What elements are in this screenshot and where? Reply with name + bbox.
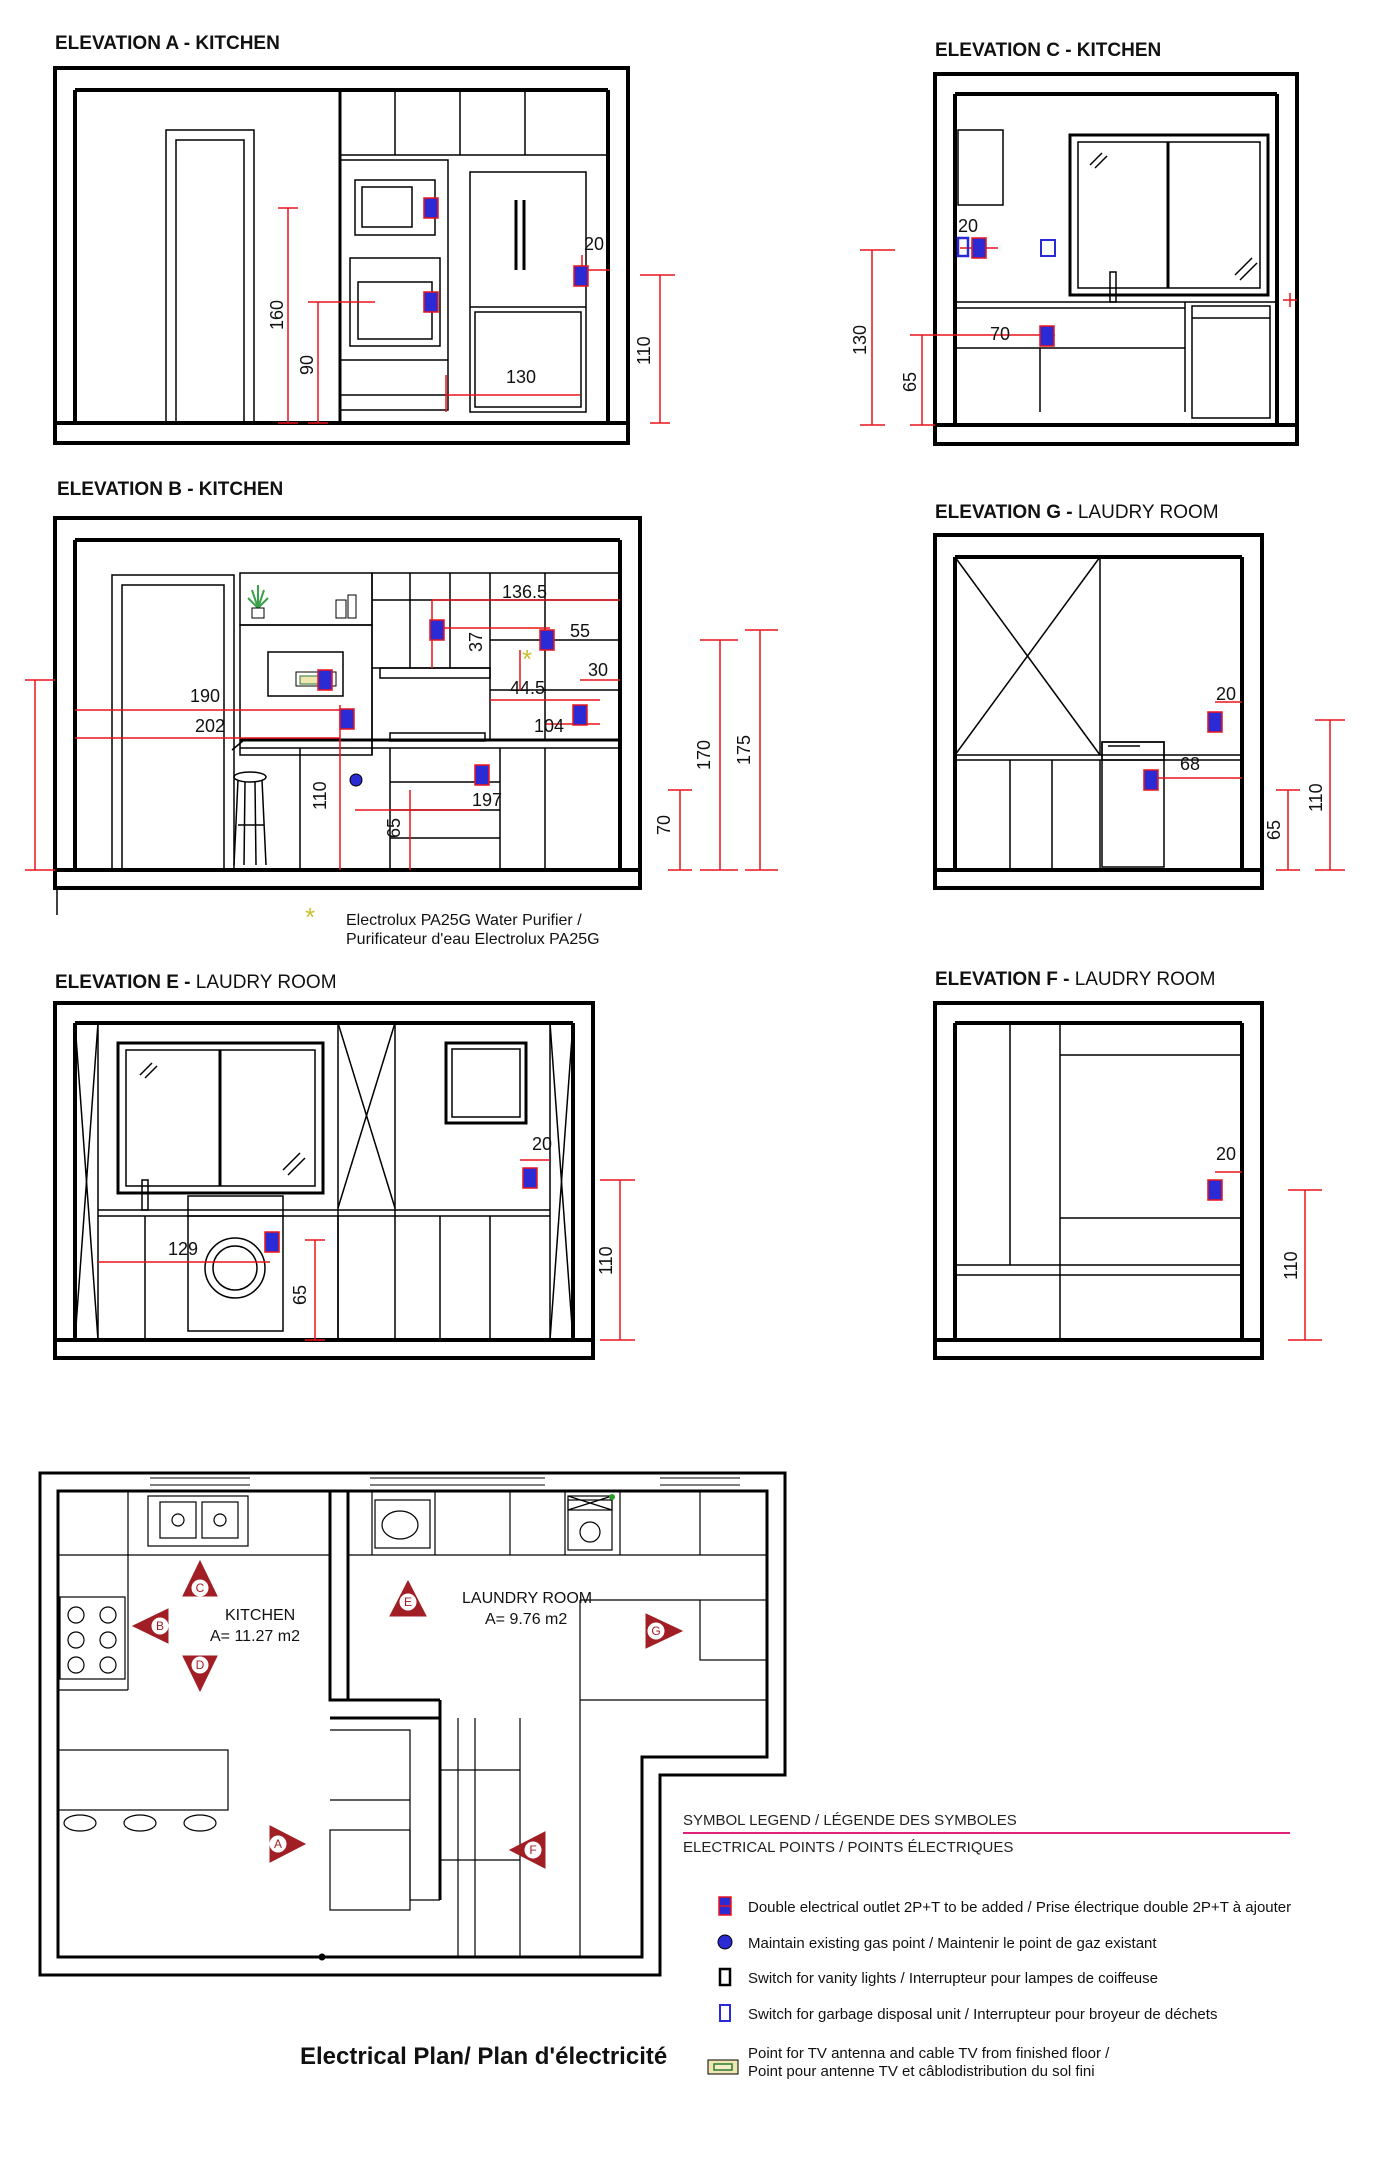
dim-b-70: 70 [654, 815, 674, 835]
dim-b-65: 65 [384, 818, 404, 838]
gas-point-icon [349, 773, 363, 787]
symbol-legend: SYMBOL LEGEND / LÉGENDE DES SYMBOLES ELE… [683, 1812, 1291, 2080]
note-star-icon: * [305, 902, 315, 932]
purifier-note-line1: Electrolux PA25G Water Purifier / [346, 912, 582, 929]
elevation-c: ELEVATION C - KITCHEN [850, 40, 1299, 446]
elevation-a-title: ELEVATION A - KITCHEN [55, 33, 280, 54]
kitchen-area: A= 11.27 m2 [210, 1628, 300, 1645]
dim-b-30: 30 [588, 660, 608, 680]
elevation-b-title: ELEVATION B - KITCHEN [57, 479, 283, 500]
dim-a-20: 20 [584, 234, 604, 254]
svg-text:G: G [651, 1624, 660, 1638]
elevation-g-title: ELEVATION G - LAUDRY ROOM [935, 502, 1219, 523]
dim-c-130: 130 [850, 325, 870, 355]
dim-c-20: 20 [958, 216, 978, 236]
dim-b-175: 175 [734, 735, 754, 765]
dim-b-136-5: 136.5 [502, 582, 547, 602]
kitchen-label: KITCHEN [225, 1607, 295, 1624]
dim-b-190: 190 [190, 686, 220, 706]
plan-caption: Electrical Plan/ Plan d'électricité [300, 2043, 667, 2070]
dim-e-20: 20 [532, 1134, 552, 1154]
elevation-g: ELEVATION G - LAUDRY ROOM [933, 502, 1345, 890]
purifier-note-line2: Purificateur d'eau Electrolux PA25G [346, 931, 600, 948]
legend-heading: SYMBOL LEGEND / LÉGENDE DES SYMBOLES [683, 1812, 1017, 1829]
svg-text:F: F [529, 1843, 536, 1857]
svg-text:A: A [274, 1837, 282, 1851]
dim-g-68: 68 [1180, 754, 1200, 774]
dim-b-104: 104 [534, 716, 564, 736]
dim-b-197: 197 [472, 790, 502, 810]
dim-g-20: 20 [1216, 684, 1236, 704]
dim-e-65: 65 [290, 1285, 310, 1305]
elevation-e-title: ELEVATION E - LAUDRY ROOM [55, 972, 337, 993]
dim-a-160: 160 [267, 300, 287, 330]
elevation-f-title: ELEVATION F - LAUDRY ROOM [935, 969, 1215, 990]
elevation-a: ELEVATION A - KITCHEN [53, 33, 675, 445]
dim-b-44-5: 44.5 [510, 678, 545, 698]
dim-b-170: 170 [694, 740, 714, 770]
elevation-f: ELEVATION F - LAUDRY ROOM 20 110 [933, 969, 1322, 1360]
legend-item-gas: Maintain existing gas point / Maintenir … [748, 1935, 1157, 1952]
dim-g-65: 65 [1264, 820, 1284, 840]
legend-item-disposal: Switch for garbage disposal unit / Inter… [748, 2006, 1217, 2023]
dim-g-110: 110 [1306, 783, 1326, 812]
legend-item-vanity: Switch for vanity lights / Interrupteur … [748, 1970, 1158, 1987]
purifier-star-icon: * [522, 644, 532, 674]
dim-a-90: 90 [297, 355, 317, 375]
floor-plan: C B D A E G F KITCHEN A= 11.27 m2 LAUNDR… [38, 1471, 787, 2070]
legend-item-outlet: Double electrical outlet 2P+T to be adde… [748, 1899, 1291, 1916]
legend-item-tv-line2: Point pour antenne TV et câblodistributi… [748, 2063, 1095, 2080]
laundry-area: A= 9.76 m2 [485, 1611, 567, 1628]
gas-point-legend-icon [717, 1934, 733, 1950]
laundry-label: LAUNDRY ROOM [462, 1590, 592, 1607]
plant-icon [247, 585, 269, 609]
disposal-switch-icon [719, 2004, 731, 2022]
svg-text:B: B [156, 1619, 164, 1633]
dim-b-202: 202 [195, 716, 225, 736]
svg-text:E: E [404, 1595, 412, 1609]
dim-b-55: 55 [570, 621, 590, 641]
dim-f-20: 20 [1216, 1144, 1236, 1164]
legend-item-tv-line1: Point for TV antenna and cable TV from f… [748, 2045, 1110, 2062]
elevation-c-title: ELEVATION C - KITCHEN [935, 40, 1161, 61]
dim-b-110: 110 [310, 781, 330, 810]
vanity-switch-icon [718, 1967, 732, 1987]
legend-subheading: ELECTRICAL POINTS / POINTS ÉLECTRIQUES [683, 1839, 1013, 1856]
elevation-e: ELEVATION E - LAUDRY ROOM [53, 972, 635, 1360]
dim-c-65: 65 [900, 372, 920, 392]
dim-b-37: 37 [466, 632, 486, 652]
dim-e-110: 110 [596, 1246, 616, 1275]
dim-a-130: 130 [506, 367, 536, 387]
dim-c-70: 70 [990, 324, 1010, 344]
dim-f-110: 110 [1281, 1251, 1301, 1280]
svg-text:D: D [196, 1658, 205, 1672]
elevation-b: ELEVATION B - KITCHEN [25, 479, 778, 948]
dim-e-129: 129 [168, 1239, 198, 1259]
dim-a-110: 110 [634, 336, 654, 365]
svg-text:C: C [196, 1581, 205, 1595]
